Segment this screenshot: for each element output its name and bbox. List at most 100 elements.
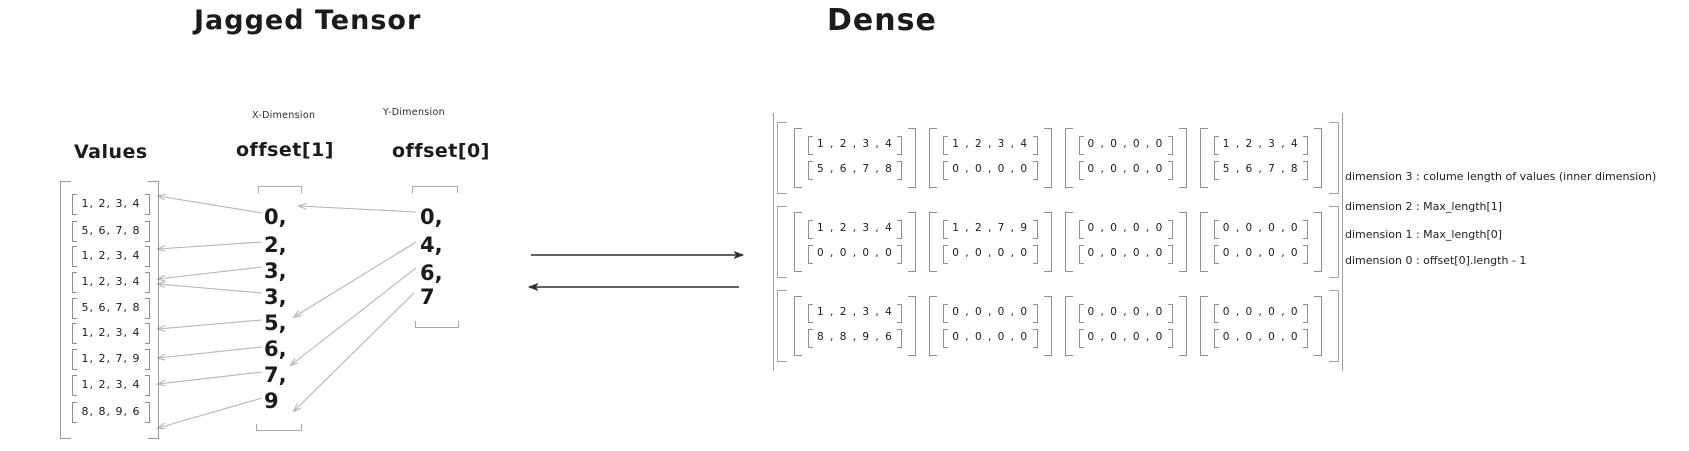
matrix-row-vector: 0 , 0 , 0 , 0 xyxy=(1087,331,1164,343)
matrix-bracket-right xyxy=(1314,296,1323,356)
bracket-right xyxy=(1167,136,1173,155)
arrow-line xyxy=(158,346,263,358)
dense-matrix: 0 , 0 , 0 , 0 0 , 0 , 0 , 0 xyxy=(1199,296,1323,356)
values-outer-bracket-left xyxy=(60,181,71,439)
matrix-bracket-right xyxy=(1314,128,1323,188)
matrix-bracket-left xyxy=(929,128,938,188)
values-row-text: 1, 2, 3, 4 xyxy=(81,197,141,210)
bracket-right xyxy=(1167,161,1173,180)
offset0-bottom-bracket xyxy=(415,321,459,328)
matrix-row-vector: 0 , 0 , 0 , 0 xyxy=(1222,306,1300,318)
bracket-right xyxy=(1303,304,1309,323)
bracket-right xyxy=(1167,220,1173,239)
values-row: 1, 2, 3, 4 xyxy=(72,246,150,267)
row-bracket-left xyxy=(777,290,787,362)
bracket-left xyxy=(808,245,813,264)
offset1-bottom-bracket xyxy=(256,424,302,431)
matrix-bracket-left xyxy=(794,296,802,356)
jagged-dense-conversion-arrows xyxy=(529,255,743,287)
arrow-line xyxy=(158,397,263,428)
dense-matrix: 0 , 0 , 0 , 0 0 , 0 , 0 , 0 xyxy=(1064,296,1187,356)
offset0-label: offset[0] xyxy=(392,140,490,162)
dense-row: 1 , 2 , 3 , 4 0 , 0 , 0 , 0 1 , 2 , 7 , … xyxy=(777,206,1340,278)
annotation-dimension-2: dimension 2 : Max_length[1] xyxy=(1345,200,1503,213)
matrix-row-vector: 0 , 0 , 0 , 0 xyxy=(1087,306,1164,318)
annotation-dimension-3: dimension 3 : colume length of values (i… xyxy=(1345,170,1657,183)
matrix-row-vector: 5 , 6 , 7 , 8 xyxy=(1222,163,1300,175)
bracket-right xyxy=(1032,245,1038,264)
values-row: 1, 2, 3, 4 xyxy=(72,323,150,344)
matrix-bracket-left xyxy=(929,212,938,272)
matrix-bracket-left xyxy=(1064,212,1073,272)
bracket-left xyxy=(72,349,77,370)
bracket-left xyxy=(1078,304,1084,323)
bracket-left xyxy=(943,136,949,155)
dense-tensor: 1 , 2 , 3 , 4 5 , 6 , 7 , 8 1 , 2 , 3 , … xyxy=(773,113,1344,371)
values-row: 1, 2, 7, 9 xyxy=(72,349,150,370)
matrix-bracket-left xyxy=(794,128,802,188)
bracket-right xyxy=(1167,304,1173,323)
bracket-right xyxy=(145,349,150,370)
bracket-right xyxy=(897,161,903,180)
bracket-right xyxy=(1032,220,1038,239)
matrix-row-vector: 1 , 2 , 3 , 4 xyxy=(817,306,894,318)
values-row-text: 1, 2, 7, 9 xyxy=(81,352,141,365)
bracket-left xyxy=(943,161,949,180)
offset1-value: 7, xyxy=(264,363,287,387)
matrix-row-vector: 0 , 0 , 0 , 0 xyxy=(1222,247,1300,259)
bracket-right xyxy=(1303,329,1309,348)
matrix-row-vector: 0 , 0 , 0 , 0 xyxy=(952,247,1029,259)
bracket-left xyxy=(72,323,77,344)
offset0-value: 7 xyxy=(420,285,435,309)
bracket-right xyxy=(1303,136,1309,155)
bracket-left xyxy=(808,161,813,180)
bracket-right xyxy=(897,329,903,348)
y-dimension-label: Y-Dimension xyxy=(383,107,445,118)
dense-matrix: 1 , 2 , 3 , 4 8 , 8 , 9 , 6 xyxy=(794,296,917,356)
matrix-bracket-left xyxy=(1199,128,1208,188)
matrix-row-vector: 1 , 2 , 7 , 9 xyxy=(952,222,1029,234)
matrix-row-vector: 0 , 0 , 0 , 0 xyxy=(1222,222,1300,234)
bracket-left xyxy=(1078,245,1084,264)
dense-matrix: 1 , 2 , 3 , 4 5 , 6 , 7 , 8 xyxy=(1199,128,1323,188)
values-row-text: 1, 2, 3, 4 xyxy=(81,378,141,391)
dense-matrix: 0 , 0 , 0 , 0 0 , 0 , 0 , 0 xyxy=(1064,128,1187,188)
values-row-text: 8, 8, 9, 6 xyxy=(81,405,141,418)
dense-matrix: 0 , 0 , 0 , 0 0 , 0 , 0 , 0 xyxy=(1064,212,1187,272)
bracket-left xyxy=(72,375,77,396)
bracket-right xyxy=(1032,304,1038,323)
matrix-row-vector: 1 , 2 , 3 , 4 xyxy=(1222,138,1300,150)
arrow-line xyxy=(158,319,263,329)
dense-outer-bracket-left xyxy=(773,113,774,371)
bracket-left xyxy=(808,329,813,348)
offset0-to-offset1-arrows xyxy=(291,206,417,411)
bracket-left xyxy=(72,221,77,242)
offset1-value: 5, xyxy=(264,311,287,335)
bracket-right xyxy=(145,402,150,423)
bracket-right xyxy=(897,304,903,323)
bracket-left xyxy=(1078,220,1084,239)
offset1-value: 2, xyxy=(264,233,287,257)
bracket-right xyxy=(1303,220,1309,239)
matrix-bracket-left xyxy=(1064,296,1073,356)
bracket-right xyxy=(1167,245,1173,264)
row-bracket-right xyxy=(1329,122,1340,194)
arrow-line xyxy=(158,266,263,279)
matrix-bracket-right xyxy=(1178,128,1187,188)
bracket-left xyxy=(1213,245,1219,264)
matrix-bracket-left xyxy=(1199,296,1208,356)
bracket-left xyxy=(72,298,77,319)
dense-row: 1 , 2 , 3 , 4 5 , 6 , 7 , 8 1 , 2 , 3 , … xyxy=(777,122,1340,194)
matrix-bracket-right xyxy=(908,296,917,356)
matrix-bracket-right xyxy=(908,212,917,272)
bracket-left xyxy=(1078,329,1084,348)
bracket-left xyxy=(1213,220,1219,239)
bracket-left xyxy=(1213,161,1219,180)
offset0-value: 4, xyxy=(420,233,443,257)
values-label: Values xyxy=(74,141,148,163)
values-row-text: 1, 2, 3, 4 xyxy=(81,275,141,288)
bracket-left xyxy=(72,402,77,423)
bracket-right xyxy=(897,220,903,239)
bracket-right xyxy=(1032,329,1038,348)
values-row: 5, 6, 7, 8 xyxy=(72,298,150,319)
